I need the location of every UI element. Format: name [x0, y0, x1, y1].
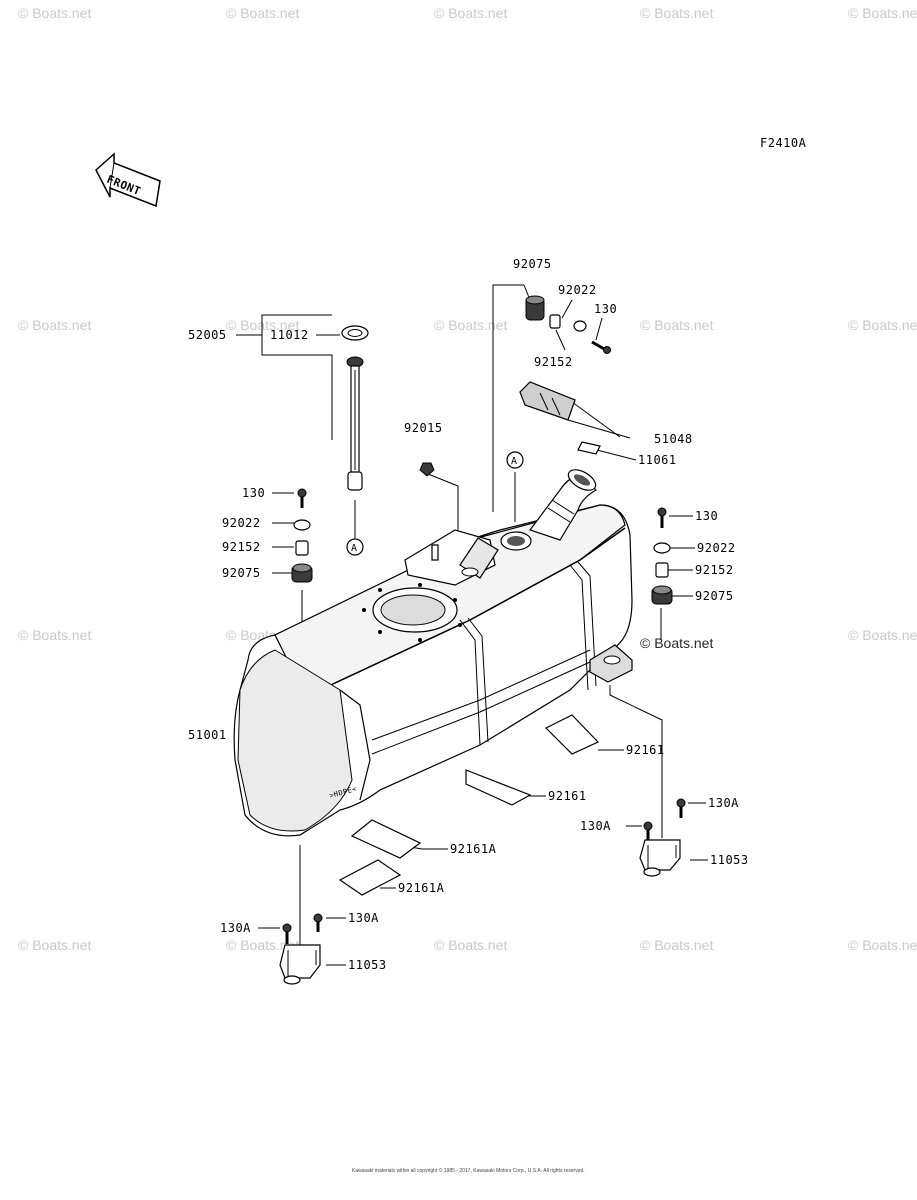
grommet-92075-top	[525, 295, 545, 321]
collar-92152-left	[295, 540, 309, 556]
pad-92161A-lower	[338, 859, 402, 896]
watermark-group: © Boats.net © Boats.net © Boats.net © Bo…	[18, 5, 917, 953]
ref-circle-A-left: A	[346, 538, 364, 556]
watermark: © Boats.net	[226, 937, 299, 953]
watermark: © Boats.net	[640, 937, 713, 953]
washer-92022-top	[573, 320, 587, 332]
fuel-tank: >HDPE<	[233, 504, 633, 837]
callout-92161-upper: 92161	[626, 743, 665, 757]
fuel-gauge-52005	[341, 325, 369, 491]
watermark: © Boats.net	[434, 937, 507, 953]
watermark: © Boats.net	[640, 5, 713, 21]
grommet-92075-right	[651, 585, 673, 605]
watermark: © Boats.net	[18, 5, 91, 21]
watermark: © Boats.net	[640, 317, 713, 333]
watermark: © Boats.net	[226, 5, 299, 21]
callout-130A-l2: 130A	[348, 911, 379, 925]
bolt-130A-r1	[676, 798, 686, 818]
callout-52005: 52005	[188, 328, 227, 342]
front-arrow-icon: FRONT	[95, 152, 161, 208]
watermark: © Boats.net	[226, 317, 299, 333]
callout-130-left: 130	[242, 486, 265, 500]
callout-51048: 51048	[654, 432, 693, 446]
bolt-92015	[419, 462, 435, 477]
watermark: © Boats.net	[848, 5, 917, 21]
callout-92022-left: 92022	[222, 516, 261, 530]
leader-lines	[236, 284, 708, 966]
callout-130A-r1: 130A	[708, 796, 739, 810]
callout-130A-r2: 130A	[580, 819, 611, 833]
bracket-11053-left	[279, 944, 321, 985]
callout-92075-right: 92075	[695, 589, 734, 603]
callout-labels: 52005 11012 92075 92022 130 92152 51048 …	[188, 257, 749, 972]
bolt-130A-l2	[313, 913, 323, 932]
callout-11053-right: 11053	[710, 853, 749, 867]
callout-92015: 92015	[404, 421, 443, 435]
pad-92161A-upper	[350, 819, 422, 859]
bolt-130-right	[657, 507, 667, 528]
svg-text:A: A	[511, 456, 518, 467]
svg-text:A: A	[351, 543, 358, 554]
collar-92152-right	[655, 562, 669, 578]
washer-92022-left	[293, 519, 311, 531]
footer-copyright: Kawasaki materials within all copyright …	[352, 1167, 585, 1174]
watermark: © Boats.net	[434, 317, 507, 333]
callout-92022-top: 92022	[558, 283, 597, 297]
callout-11053-left: 11053	[348, 958, 387, 972]
bolt-130A-l1	[282, 923, 292, 944]
callout-11061: 11061	[638, 453, 677, 467]
bracket-11053-right	[639, 839, 681, 877]
callout-130-right: 130	[695, 509, 718, 523]
callout-51001: 51001	[188, 728, 227, 742]
label-strip-51048	[519, 381, 631, 439]
watermark: © Boats.net	[18, 937, 91, 953]
callout-92161A-upper: 92161A	[450, 842, 497, 856]
watermark: © Boats.net	[848, 627, 917, 643]
washer-92022-right	[653, 542, 671, 554]
callout-92075-top: 92075	[513, 257, 552, 271]
bolt-130-left	[297, 488, 307, 508]
watermark: © Boats.net	[18, 317, 91, 333]
collar-92152-top	[549, 314, 561, 329]
callout-92075-left: 92075	[222, 566, 261, 580]
watermark: © Boats.net	[640, 635, 713, 651]
callout-92152-right: 92152	[695, 563, 734, 577]
callout-92161A-lower: 92161A	[398, 881, 445, 895]
watermark: © Boats.net	[848, 317, 917, 333]
callout-92152-top: 92152	[534, 355, 573, 369]
bolt-130-top	[591, 340, 611, 354]
ref-circle-A-top: A	[506, 451, 524, 469]
pad-92161-upper	[544, 714, 600, 755]
callout-130A-l1: 130A	[220, 921, 251, 935]
callout-92161-lower: 92161	[548, 789, 587, 803]
callout-11012: 11012	[270, 328, 309, 342]
callout-92152-left: 92152	[222, 540, 261, 554]
callout-130-top: 130	[594, 302, 617, 316]
pad-92161-lower	[465, 769, 532, 806]
filler-neck	[529, 469, 597, 541]
watermark: © Boats.net	[18, 627, 91, 643]
figure-code: F2410A	[760, 136, 807, 150]
watermark: © Boats.net	[434, 5, 507, 21]
gasket-11061	[577, 441, 601, 455]
watermark: © Boats.net	[848, 937, 917, 953]
grommet-92075-left	[291, 563, 313, 583]
bolt-130A-r2	[643, 821, 653, 840]
callout-92022-right: 92022	[697, 541, 736, 555]
